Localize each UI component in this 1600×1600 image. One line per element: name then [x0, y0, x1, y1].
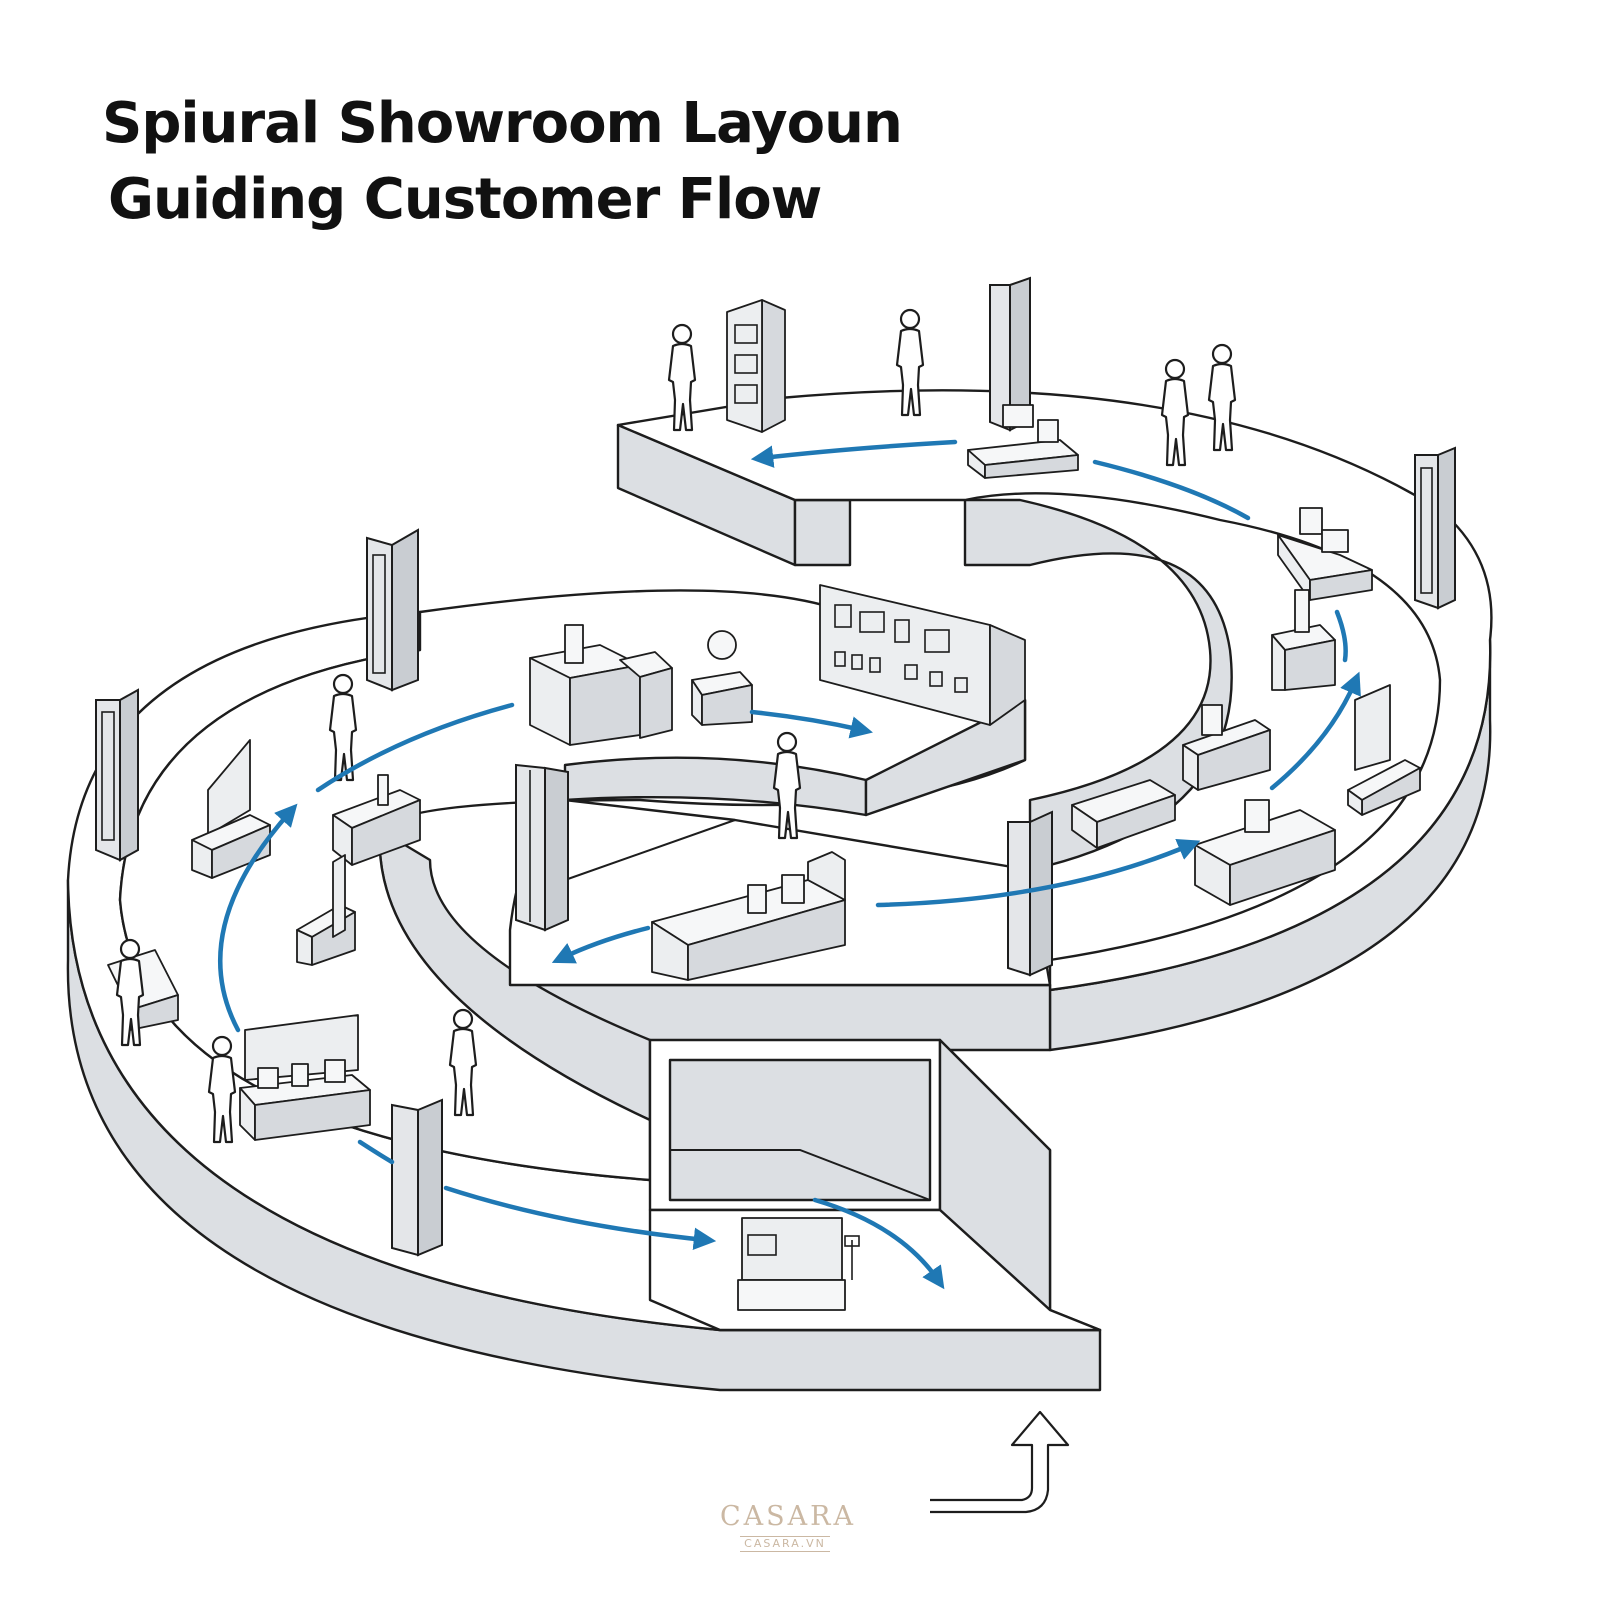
- display-counter-icon: [239, 1014, 371, 1141]
- pillars: [95, 276, 1456, 1257]
- flow-arrow-icon: [1092, 459, 1251, 521]
- flow-arrow-icon: [218, 803, 298, 1033]
- flow-arrow-icon: [750, 439, 958, 468]
- entry-arrow-icon: [930, 1410, 1070, 1514]
- watermark-brand: CASARA: [720, 1501, 856, 1532]
- display-counter-icon: [726, 299, 786, 433]
- flow-arrow-icon: [875, 839, 1201, 908]
- pillar-icon: [1414, 446, 1456, 610]
- display-counter-icon: [651, 851, 846, 981]
- customer-flow-arrows: [218, 439, 1361, 1290]
- lower-recess: [648, 1038, 1102, 1332]
- title-line-1: Spiural Showroom Layoun: [102, 91, 903, 156]
- pillar-icon: [515, 763, 569, 932]
- flow-arrow-icon: [749, 709, 873, 739]
- person-icon: [667, 323, 697, 432]
- pillar-icon: [989, 276, 1031, 432]
- flow-arrow-icon: [315, 702, 515, 793]
- display-counter-icon: [1194, 799, 1336, 906]
- display-counters: [107, 299, 1421, 1311]
- display-counter-icon: [1347, 684, 1421, 816]
- display-counter-icon: [1071, 779, 1176, 849]
- display-counter-icon: [191, 739, 271, 879]
- display-counter-icon: [1277, 507, 1373, 601]
- pillar-icon: [95, 688, 139, 862]
- upper-plaza: [616, 389, 1493, 992]
- display-counter-icon: [332, 774, 421, 866]
- flow-arrow-icon: [443, 1185, 717, 1251]
- title-line-2: Guiding Customer Flow: [108, 167, 822, 232]
- display-counter-icon: [1182, 704, 1271, 791]
- flow-arrow-icon: [1269, 671, 1361, 791]
- pillar-icon: [366, 528, 419, 692]
- display-counter-icon: [1271, 589, 1336, 691]
- display-counter-icon: [691, 630, 753, 726]
- display-counter-icon: [296, 854, 356, 966]
- flow-arrow-icon: [1334, 609, 1348, 663]
- pillar-icon: [1007, 810, 1053, 977]
- flow-arrow-icon: [357, 1139, 395, 1165]
- display-counter-icon: [819, 584, 1026, 726]
- pillar-icon: [391, 1098, 443, 1257]
- display-counter-icon: [529, 624, 673, 746]
- watermark-domain: CASARA.VN: [740, 1536, 830, 1552]
- display-counter-icon: [737, 1217, 860, 1311]
- casara-watermark: CASARA CASARA.VN: [720, 1501, 856, 1552]
- display-counter-icon: [967, 404, 1079, 479]
- flow-arrow-icon: [551, 925, 651, 964]
- flow-arrow-icon: [812, 1197, 945, 1290]
- diagram-title: Spiural Showroom Layoun Guiding Customer…: [102, 86, 903, 238]
